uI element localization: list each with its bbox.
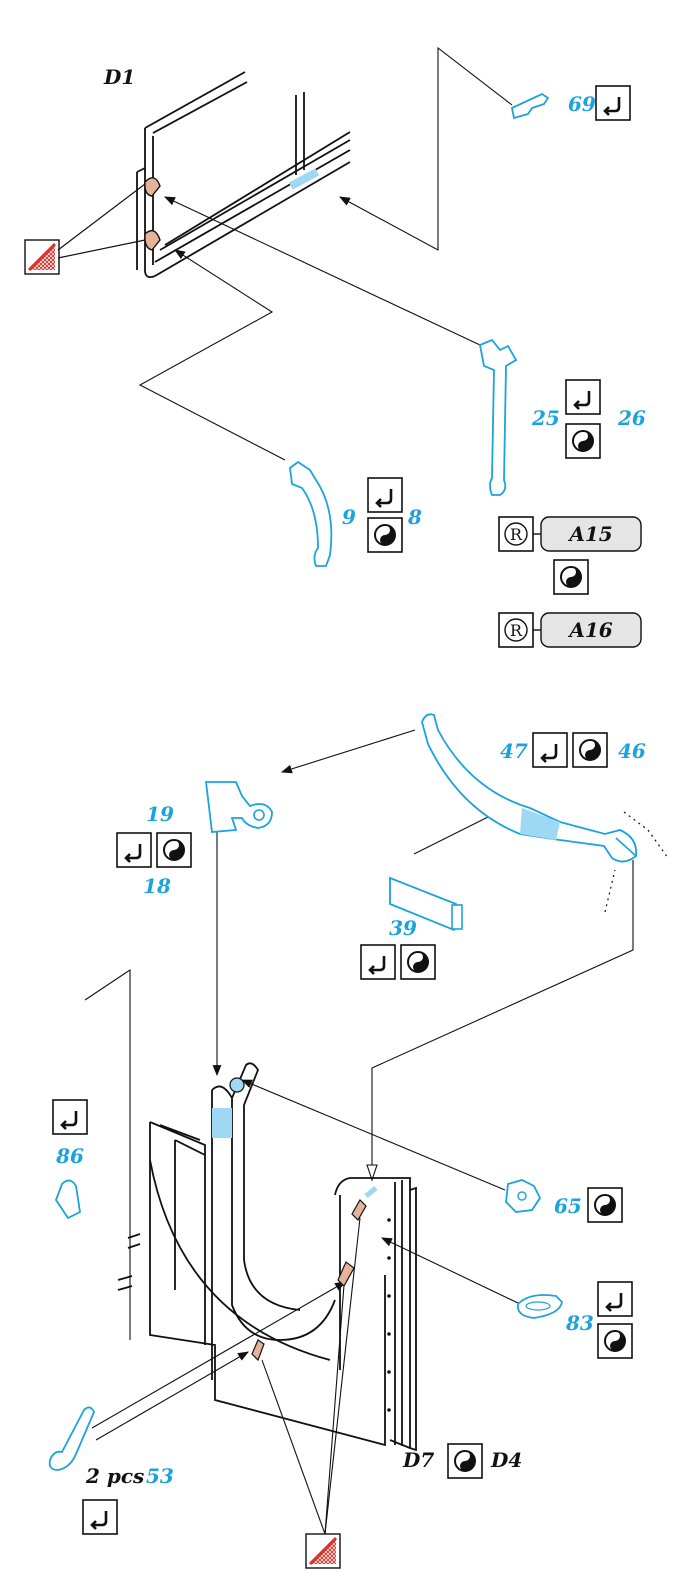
cut-arrow-icon bbox=[564, 378, 602, 416]
glue-grid-icon bbox=[304, 1532, 342, 1570]
part-19-label: 19 bbox=[146, 802, 174, 826]
seat-knob bbox=[251, 1339, 265, 1362]
registered-icon bbox=[498, 516, 534, 552]
part-69-clip bbox=[510, 92, 550, 120]
step-label-d1: D1 bbox=[103, 65, 135, 89]
part-83-ring bbox=[516, 1294, 563, 1319]
frame-knobs bbox=[144, 177, 161, 251]
part-53-clip bbox=[48, 1406, 95, 1471]
cut-arrow-icon bbox=[531, 731, 569, 769]
step-label-d4: D4 bbox=[490, 1448, 522, 1472]
part-19-bracket bbox=[204, 781, 273, 833]
part-46-label: 46 bbox=[618, 739, 646, 763]
left-right-side-icon bbox=[367, 517, 403, 553]
part-8-label: 8 bbox=[407, 505, 422, 529]
left-right-side-icon bbox=[447, 1443, 483, 1479]
left-right-side-icon bbox=[400, 944, 436, 980]
left-right-side-icon bbox=[565, 423, 601, 459]
cut-arrow-icon bbox=[596, 1280, 634, 1318]
left-right-side-icon bbox=[553, 559, 589, 595]
ref-a16-box bbox=[540, 612, 642, 648]
cut-arrow-icon bbox=[366, 476, 404, 514]
part-26-label: 26 bbox=[617, 406, 646, 430]
cut-arrow-icon bbox=[359, 943, 397, 981]
left-right-side-icon bbox=[597, 1323, 633, 1359]
glue-leader-lines bbox=[57, 183, 146, 259]
part-25-bracket bbox=[478, 338, 518, 496]
glue-leader-lines bbox=[261, 1217, 361, 1535]
seat-assembly bbox=[117, 1062, 417, 1452]
part-53-qty: 2 pcs bbox=[85, 1464, 144, 1488]
part-86-label: 86 bbox=[55, 1144, 84, 1168]
part-18-label: 18 bbox=[143, 874, 171, 898]
registered-icon bbox=[498, 612, 534, 648]
left-right-side-icon bbox=[572, 732, 608, 768]
part-47-label: 47 bbox=[500, 739, 528, 763]
part-9-handle bbox=[289, 460, 333, 567]
frame-assembly bbox=[136, 71, 351, 279]
cut-arrow-icon bbox=[81, 1498, 119, 1536]
ref-a15-label: A15 bbox=[567, 522, 612, 546]
part-39-label: 39 bbox=[389, 916, 417, 940]
cut-arrow-icon bbox=[51, 1098, 89, 1136]
cut-arrow-icon bbox=[594, 84, 632, 122]
frame-highlight bbox=[288, 168, 320, 190]
glue-grid-icon bbox=[23, 238, 61, 276]
part-86-clip bbox=[54, 1179, 81, 1220]
part-65-label: 65 bbox=[554, 1194, 582, 1218]
top-leader-lines bbox=[138, 46, 513, 461]
cut-arrow-icon bbox=[115, 831, 153, 869]
part-9-label: 9 bbox=[342, 505, 356, 529]
part-69-label: 69 bbox=[568, 92, 596, 116]
part-25-label: 25 bbox=[531, 406, 560, 430]
seat-highlight bbox=[212, 1108, 232, 1138]
part-53-label: 53 bbox=[146, 1464, 174, 1488]
seat-knob bbox=[351, 1199, 367, 1221]
ref-a15-box bbox=[540, 516, 642, 552]
left-right-side-icon bbox=[156, 832, 192, 868]
step-label-d7: D7 bbox=[402, 1448, 434, 1472]
ref-a16-label: A16 bbox=[567, 618, 612, 642]
part-65-knob bbox=[505, 1179, 542, 1213]
left-right-side-icon bbox=[587, 1187, 623, 1223]
bottom-leader-lines bbox=[84, 729, 634, 1441]
part-83-label: 83 bbox=[565, 1311, 594, 1335]
